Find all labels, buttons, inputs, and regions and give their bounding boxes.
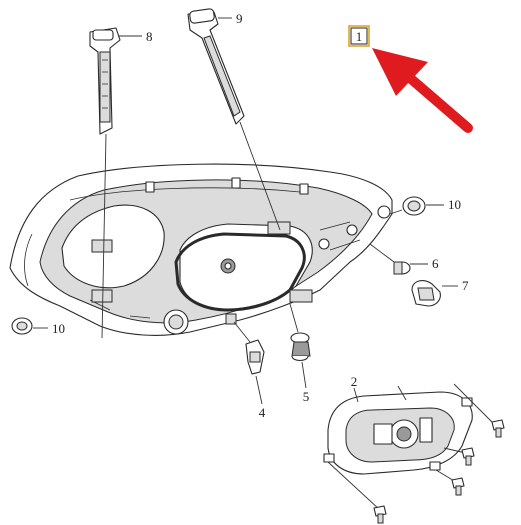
callout-9-label: 9: [236, 11, 243, 26]
screw-2: [461, 447, 475, 466]
screw-3: [451, 477, 465, 496]
callout-8-label: 8: [146, 29, 153, 44]
callout-7-label: 7: [462, 278, 469, 293]
part-7-bulb-holder: [411, 280, 458, 307]
callout-1-label: 1: [356, 29, 363, 44]
headlamp-housing: [9, 163, 393, 336]
part-2-auxiliary-lamp: [323, 385, 473, 511]
callout-10-left-label: 10: [52, 321, 65, 336]
callout-4-label: 4: [259, 405, 266, 420]
main-callout: 1: [348, 25, 370, 47]
screw-1: [491, 419, 505, 438]
part-5-bulb: [289, 303, 311, 389]
part-9-clip: [187, 8, 281, 231]
screw-4: [373, 505, 387, 524]
callout-5-label: 5: [303, 389, 310, 404]
callout-10-right-label: 10: [448, 197, 461, 212]
callout-2-label: 2: [351, 374, 358, 389]
callout-1-box: [348, 25, 370, 47]
part-6-bulb: [369, 243, 428, 275]
callout-6-label: 6: [432, 256, 439, 271]
part-10-grommet-left: [11, 317, 48, 335]
part-8-clip: [89, 27, 142, 339]
part-10-grommet-right: [389, 196, 444, 216]
part-4-bulb: [233, 321, 265, 405]
red-arrow: [372, 48, 473, 133]
screws: [373, 383, 505, 524]
